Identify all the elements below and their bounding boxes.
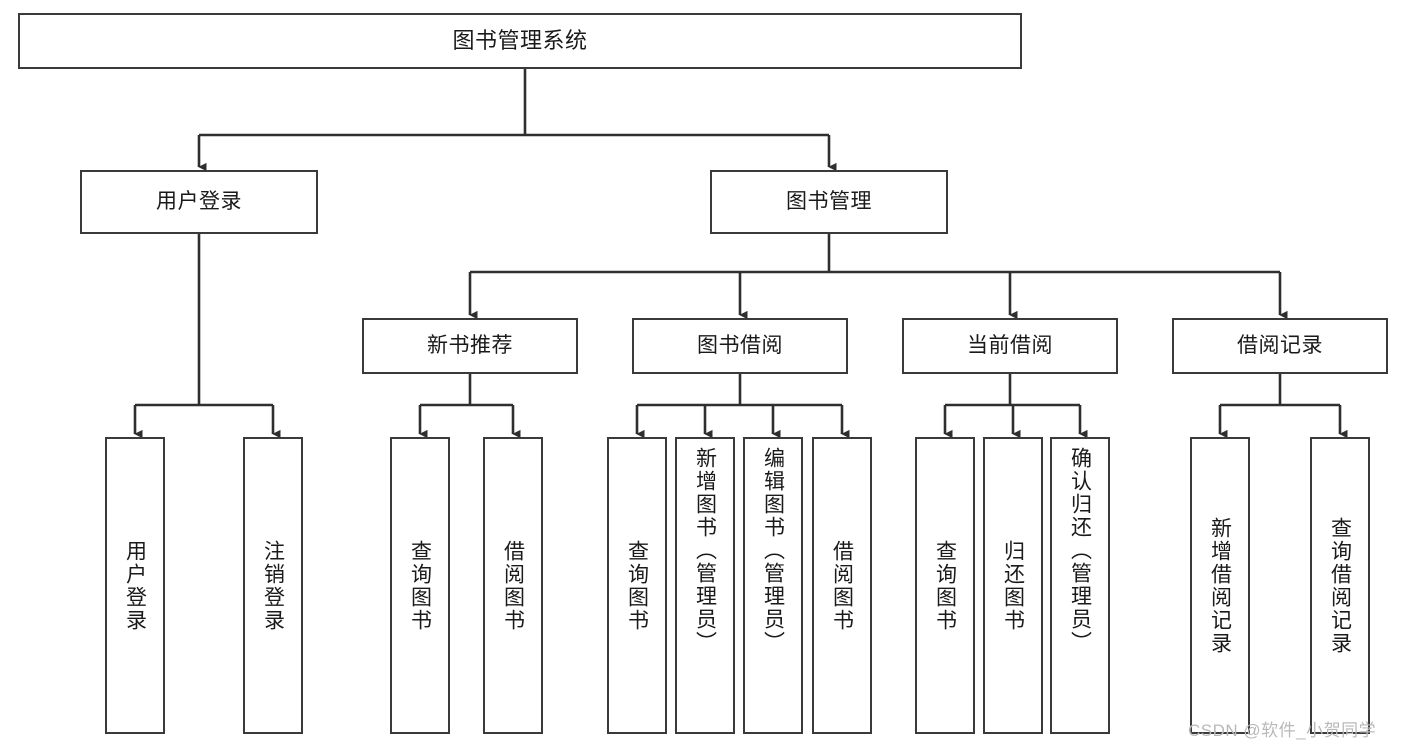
level3-node-2[interactable]: 当前借阅: [902, 318, 1118, 374]
leaf-node-0[interactable]: 用户登录: [105, 437, 165, 734]
node-label: 新增借阅记录: [1208, 516, 1232, 655]
level2-node-1[interactable]: 图书管理: [710, 170, 948, 234]
leaf-node-9[interactable]: 归还图书: [983, 437, 1043, 734]
leaf-node-6[interactable]: 编辑图书（管理员）: [743, 437, 803, 734]
level3-node-1[interactable]: 图书借阅: [632, 318, 848, 374]
node-label: 借阅图书: [501, 539, 525, 632]
node-label: 用户登录: [156, 189, 242, 213]
leaf-node-8[interactable]: 查询图书: [915, 437, 975, 734]
node-label: 查询借阅记录: [1328, 516, 1352, 655]
node-label: 归还图书: [1001, 539, 1025, 632]
root-node-book-management-system[interactable]: 图书管理系统: [18, 13, 1022, 69]
leaf-node-5[interactable]: 新增图书（管理员）: [675, 437, 735, 734]
leaf-node-4[interactable]: 查询图书: [607, 437, 667, 734]
node-label: 确认归还（管理员）: [1068, 447, 1092, 654]
node-label: 借阅图书: [830, 539, 854, 632]
level3-node-0[interactable]: 新书推荐: [362, 318, 578, 374]
node-label: 查询图书: [933, 539, 957, 632]
leaf-node-10[interactable]: 确认归还（管理员）: [1050, 437, 1110, 734]
node-label: 图书管理系统: [452, 28, 588, 54]
node-label: 新书推荐: [427, 333, 513, 357]
node-label: 借阅记录: [1237, 333, 1323, 357]
node-label: 用户登录: [123, 539, 147, 632]
leaf-node-1[interactable]: 注销登录: [243, 437, 303, 734]
leaf-node-3[interactable]: 借阅图书: [483, 437, 543, 734]
leaf-node-7[interactable]: 借阅图书: [812, 437, 872, 734]
csdn-watermark: CSDN @软件_小贺同学: [1188, 721, 1377, 740]
node-label: 新增图书（管理员）: [693, 447, 717, 654]
node-label: 查询图书: [625, 539, 649, 632]
level3-node-3[interactable]: 借阅记录: [1172, 318, 1388, 374]
node-label: 查询图书: [408, 539, 432, 632]
node-label: 注销登录: [261, 539, 285, 632]
node-label: 图书借阅: [697, 333, 783, 357]
node-label: 编辑图书（管理员）: [761, 447, 785, 654]
level2-node-0[interactable]: 用户登录: [80, 170, 318, 234]
leaf-node-11[interactable]: 新增借阅记录: [1190, 437, 1250, 734]
node-label: 图书管理: [786, 189, 872, 213]
node-label: 当前借阅: [967, 333, 1053, 357]
leaf-node-2[interactable]: 查询图书: [390, 437, 450, 734]
leaf-node-12[interactable]: 查询借阅记录: [1310, 437, 1370, 734]
